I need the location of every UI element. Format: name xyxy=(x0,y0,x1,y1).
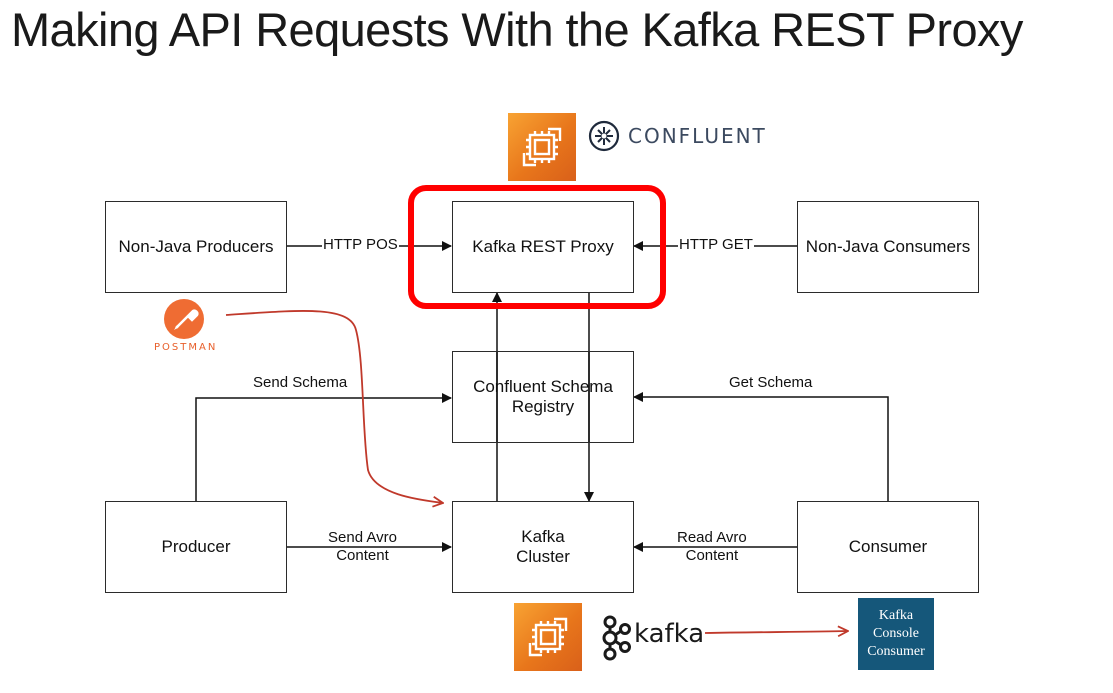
kafka-cluster-line1: Kafka xyxy=(521,526,565,546)
label-send-avro: Send Avro Content xyxy=(328,529,397,565)
box-kafka-cluster: Kafka Cluster xyxy=(452,501,634,593)
box-non-java-consumers: Non-Java Consumers xyxy=(797,201,979,293)
confluent-logo-icon xyxy=(588,120,620,152)
kafka-wordmark: kafka xyxy=(634,619,705,649)
kafka-logo-icon xyxy=(602,615,631,661)
label-http-get: HTTP GET xyxy=(678,236,754,254)
arrow-send-schema xyxy=(195,393,452,501)
page-title: Making API Requests With the Kafka REST … xyxy=(11,3,1023,56)
label-send-schema: Send Schema xyxy=(253,374,348,391)
annotation-arrow-console xyxy=(704,631,848,633)
label-read-avro-line2: Content xyxy=(685,547,739,564)
label-http-post: HTTP POS xyxy=(322,236,399,254)
label-send-avro-line2: Content xyxy=(336,547,389,564)
postman-logo-icon xyxy=(164,299,204,339)
aws-ec2-icon xyxy=(508,113,576,181)
label-read-avro: Read Avro Content xyxy=(677,529,747,565)
console-line2: Console xyxy=(873,625,919,641)
kafka-console-consumer-badge: Kafka Console Consumer xyxy=(858,598,934,670)
confluent-wordmark: CONFLUENT xyxy=(628,124,767,148)
aws-ec2-icon xyxy=(514,603,582,671)
box-consumer: Consumer xyxy=(797,501,979,593)
box-non-java-producers: Non-Java Producers xyxy=(105,201,287,293)
console-line3: Consumer xyxy=(867,644,925,660)
box-producer: Producer xyxy=(105,501,287,593)
label-get-schema: Get Schema xyxy=(729,374,813,391)
schema-registry-line1: Confluent Schema xyxy=(473,376,613,396)
postman-wordmark: POSTMAN xyxy=(154,342,218,353)
box-kafka-rest-proxy: Kafka REST Proxy xyxy=(452,201,634,293)
console-line1: Kafka xyxy=(878,607,914,623)
schema-registry-line2: Registry xyxy=(511,397,575,416)
label-read-avro-line1: Read Avro xyxy=(677,529,747,546)
kafka-cluster-line2: Cluster xyxy=(516,547,570,566)
arrow-get-schema xyxy=(633,392,889,501)
label-send-avro-line1: Send Avro xyxy=(328,529,397,546)
highlight-frame xyxy=(408,185,666,309)
annotation-arrow-postman xyxy=(225,310,443,503)
box-schema-registry: Confluent Schema Registry xyxy=(452,351,634,443)
